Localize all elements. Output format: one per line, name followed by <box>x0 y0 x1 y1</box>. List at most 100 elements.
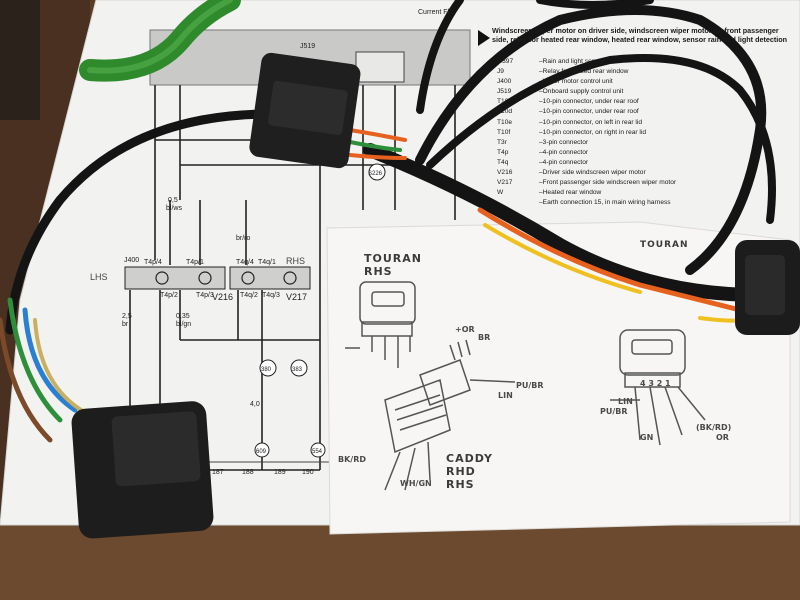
diagram-t4q2: T4q/2 <box>240 292 258 299</box>
diagram-wire-size-2: 2,5 <box>122 313 132 320</box>
note-bk-rd: BK/RD <box>338 455 366 464</box>
diagram-wire-color-2: bl/ws <box>166 205 182 212</box>
legend-item: T10e –10-pin connector, on left in rear l… <box>497 118 797 128</box>
legend-item-desc: –Rain and light sensor <box>539 58 605 65</box>
diagram-ref-380: 380 <box>261 367 272 373</box>
diagram-j400-label: J400 <box>124 257 139 264</box>
legend-item-desc: –10-pin connector, on left in rear lid <box>539 118 642 126</box>
legend-item-code: T3r <box>497 138 507 146</box>
diagram-t4q1: T4q/1 <box>258 259 276 266</box>
legend-item-code: V216 <box>497 169 513 177</box>
diagram-wire-color-3: br/ro <box>236 235 251 242</box>
legend-title: Windscreen wiper motor on driver side, w… <box>492 26 788 44</box>
legend-item-desc: –Wiper motor control unit <box>539 78 613 86</box>
legend-item-code: T4q <box>497 158 509 166</box>
legend-item-desc: –10-pin connector, under rear roof <box>539 98 639 106</box>
note-gn: GN <box>640 433 653 442</box>
diagram-ref-609: 609 <box>256 449 267 455</box>
diagram-page-190: 190 <box>302 469 314 476</box>
wiring-harness <box>5 0 776 335</box>
legend-item: V216 –Driver side windscreen wiper motor <box>497 168 797 178</box>
legend-item-code: T10e <box>497 118 513 126</box>
legend-item: J9 –Relay for heated rear window <box>497 67 797 77</box>
legend-item-desc: –Onboard supply control unit <box>539 88 624 96</box>
legend-item-code: J519 <box>497 88 512 96</box>
legend-item: T10f –10-pin connector, on right in rear … <box>497 128 797 138</box>
diagram-t4q3: T4q/3 <box>262 292 280 299</box>
diagram-page-188: 188 <box>242 469 254 476</box>
diagram-rhs-label: RHS <box>286 256 305 266</box>
diagram-page-187: 187 <box>212 469 224 476</box>
legend-item: T10d –10-pin connector, under rear roof <box>497 107 797 117</box>
caddy-connector-sketch <box>384 339 516 491</box>
note-touran-rhs: TOURAN RHS <box>364 252 422 278</box>
legend-item: W –Heated rear window <box>497 188 797 198</box>
diagram-lhs-label: LHS <box>90 272 108 282</box>
legend-item: G397–Rain and light sensor <box>497 57 797 67</box>
legend-item-desc: –4-pin connector <box>539 148 589 156</box>
connector-bottom-left <box>71 401 214 539</box>
diagram-t4q4: T4q/4 <box>236 259 254 266</box>
legend-item: J519 –Onboard supply control unit <box>497 87 797 97</box>
legend-item-code: T10f <box>497 128 511 136</box>
diagram-ref-s226: S226 <box>368 171 383 177</box>
legend-item-code: T10 <box>497 98 509 106</box>
note-lin-2: LIN <box>618 397 633 406</box>
diagram-wire-size-3: 0,35 <box>176 313 190 320</box>
legend-item-desc: –10-pin connector, on right in rear lid <box>539 128 647 136</box>
legend-item-desc: –3-pin connector <box>539 138 589 146</box>
legend-item-code: V217 <box>497 179 513 187</box>
handwritten-note-sheet <box>326 221 791 535</box>
diagram-wire-color-1: br <box>122 321 129 328</box>
legend-item-desc: –Driver side windscreen wiper motor <box>539 169 646 177</box>
note-pins: 4 3 2 1 <box>640 379 671 388</box>
note-lin: LIN <box>498 391 513 400</box>
note-or-2: OR <box>716 433 729 442</box>
legend-item: T4q –4-pin connector <box>497 158 797 168</box>
note-caddy-rhd-rhs: CADDY RHD RHS <box>446 452 494 491</box>
legend-item-code: T4p <box>497 148 509 156</box>
legend-item-code: T10d <box>497 108 513 116</box>
legend-item: V217–Front passenger side windscreen wip… <box>497 178 797 188</box>
note-br: BR <box>478 333 490 342</box>
legend-item-desc: –10-pin connector, under rear roof <box>539 108 639 116</box>
legend-item-code: W <box>497 189 504 197</box>
diagram-t4p3: T4p/3 <box>196 292 214 299</box>
diagram-v217-label: V217 <box>286 292 307 302</box>
note-touran-right: TOURAN <box>640 240 689 250</box>
diagram-ref-554: 554 <box>312 449 323 455</box>
legend-item-code: J400 <box>497 78 512 86</box>
legend-item: –Earth connection 15, in main wiring har… <box>497 198 797 208</box>
legend-item: T4p –4-pin connector <box>497 148 797 158</box>
diagram-t4p4: T4p/4 <box>144 259 162 266</box>
diagram-wire-size-4: 4,0 <box>250 401 260 408</box>
diagram-page-189: 189 <box>274 469 286 476</box>
touran-right-sketch <box>610 329 706 446</box>
diagram-v216-label: V216 <box>212 292 233 302</box>
touran-connector-sketch <box>345 281 416 368</box>
diagram-header-right: Current Fl... <box>418 9 455 16</box>
note-wh-gn: WH/GN <box>400 479 432 488</box>
diagram-t4p2: T4p/2 <box>160 292 178 299</box>
legend-item: T10 –10-pin connector, under rear roof <box>497 97 797 107</box>
diagram-j519-label: J519 <box>300 43 315 50</box>
legend-item-desc: –Heated rear window <box>539 189 602 197</box>
colored-wires <box>0 128 747 443</box>
note-pu-br: PU/BR <box>516 381 544 390</box>
connector-top <box>249 52 361 169</box>
diagram-wire-size-1: 0,5 <box>168 197 178 204</box>
connector-right <box>735 240 800 335</box>
diagram-ref-383: 383 <box>292 367 303 373</box>
legend-item-desc: –Earth connection 15, in main wiring har… <box>539 199 671 207</box>
note-bk-rd-2: (BK/RD) <box>696 423 731 432</box>
diagram-t4p1: T4p/1 <box>186 259 204 266</box>
legend-item: T3r –3-pin connector <box>497 138 797 148</box>
legend-item-desc: –Relay for heated rear window <box>539 68 629 76</box>
note-or: +OR <box>455 325 475 334</box>
diagram-wire-color-4: bl/gn <box>176 321 191 328</box>
legend-item-desc: –4-pin connector <box>539 158 589 166</box>
legend-item: J400 –Wiper motor control unit <box>497 77 797 87</box>
legend-item-code: J9 <box>497 68 504 76</box>
